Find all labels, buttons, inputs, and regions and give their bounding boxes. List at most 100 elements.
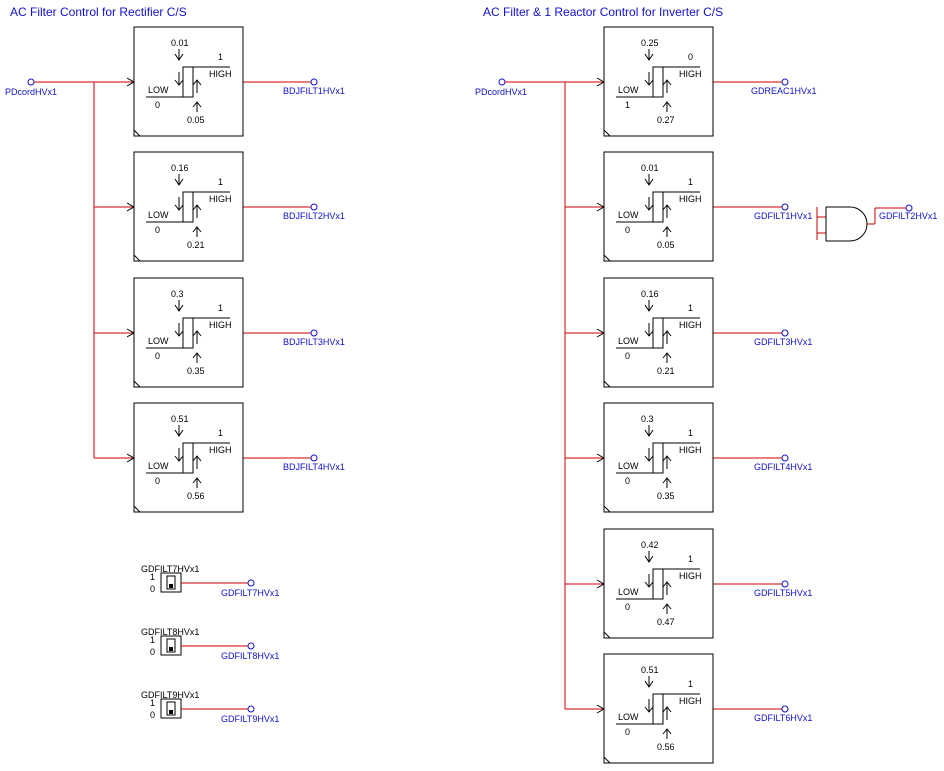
signal-node [27, 78, 35, 86]
low-value-label: 0 [625, 727, 630, 737]
loop-path [652, 442, 700, 473]
signal-node [310, 329, 318, 337]
upper-threshold-label: 0.01 [171, 38, 189, 48]
low-value-label: 0 [155, 225, 160, 235]
upper-threshold-label: 0.42 [641, 540, 659, 550]
switch-name-label: GDFILT9HVx1 [141, 690, 199, 700]
signal-node [310, 454, 318, 462]
loop-path [182, 317, 230, 348]
loop-path [182, 442, 230, 473]
lower-threshold-label: 0.35 [187, 366, 205, 376]
switch-knob-icon [169, 647, 173, 651]
arrow-down-icon [644, 448, 654, 462]
arrow-down-icon [174, 197, 184, 211]
block-frame [603, 528, 714, 639]
upper-threshold-label: 0.16 [641, 289, 659, 299]
output-signal-label: BDJFILT1HVx1 [283, 86, 345, 96]
high-label: HIGH [679, 696, 702, 706]
arrow-down-icon [644, 551, 654, 563]
input-signal-label: PDcordHVx1 [475, 87, 527, 97]
arrow-up-icon [662, 79, 672, 93]
arrow-up-icon [192, 101, 202, 112]
switch-toggle-icon [166, 638, 176, 653]
arrow-down-icon [174, 72, 184, 86]
output-signal-label: BDJFILT2HVx1 [283, 211, 345, 221]
arrow-down-icon [644, 425, 654, 437]
upper-threshold-label: 0.25 [641, 38, 659, 48]
low-value-label: 0 [625, 225, 630, 235]
lower-threshold-label: 0.56 [657, 742, 675, 752]
output-signal-label: GDFILT4HVx1 [754, 462, 812, 472]
arrow-up-icon [192, 455, 202, 469]
block-corner [603, 631, 611, 639]
arrow-up-icon [662, 603, 672, 614]
low-value-label: 0 [625, 602, 630, 612]
lower-threshold-label: 0.05 [187, 115, 205, 125]
switch-toggle-icon [166, 575, 176, 590]
loop-path [652, 191, 700, 222]
loop-path [652, 66, 700, 97]
switch-zero-label: 0 [150, 710, 155, 720]
arrow-down-icon [644, 574, 654, 588]
arrow-down-icon [174, 323, 184, 337]
signal-node [781, 454, 789, 462]
high-label: HIGH [679, 320, 702, 330]
block-frame [603, 653, 714, 764]
arrow-up-icon [662, 101, 672, 112]
arrow-down-icon [174, 49, 184, 61]
and-gate-icon [825, 206, 868, 242]
block-corner [603, 380, 611, 388]
arrow-down-icon [644, 676, 654, 688]
upper-threshold-label: 0.01 [641, 163, 659, 173]
lower-threshold-label: 0.21 [187, 240, 205, 250]
block-frame [603, 277, 714, 388]
loop-path [652, 693, 700, 724]
gate-output-label: GDFILT2HVx1 [879, 211, 937, 221]
output-signal-label: GDFILT5HVx1 [754, 588, 812, 598]
output-signal-label: GDFILT3HVx1 [754, 337, 812, 347]
arrow-down-icon [644, 174, 654, 186]
low-label: LOW [618, 210, 639, 220]
loop-path [652, 568, 700, 599]
signal-node [781, 78, 789, 86]
switch-knob-icon [169, 584, 173, 588]
hysteresis-blocks: 0.011HIGHLOW00.050.161HIGHLOW00.210.31HI… [133, 26, 714, 764]
high-label: HIGH [679, 69, 702, 79]
block-frame [133, 277, 244, 388]
block-corner [133, 254, 141, 262]
low-label: LOW [148, 210, 169, 220]
arrow-down-icon [644, 323, 654, 337]
signal-node [247, 705, 255, 713]
block-frame [133, 151, 244, 262]
signal-node [905, 204, 913, 212]
signal-node [781, 580, 789, 588]
high-value-label: 0 [688, 52, 693, 62]
block-corner [603, 756, 611, 764]
high-label: HIGH [209, 69, 232, 79]
arrow-up-icon [662, 728, 672, 739]
switch-output-label: GDFILT7HVx1 [221, 588, 279, 598]
signal-node [781, 203, 789, 211]
arrow-up-icon [662, 706, 672, 720]
block-corner [133, 505, 141, 513]
arrow-up-icon [192, 79, 202, 93]
upper-threshold-label: 0.51 [641, 665, 659, 675]
high-value-label: 1 [688, 554, 693, 564]
title-inverter: AC Filter & 1 Reactor Control for Invert… [483, 5, 723, 19]
lower-threshold-label: 0.27 [657, 115, 675, 125]
